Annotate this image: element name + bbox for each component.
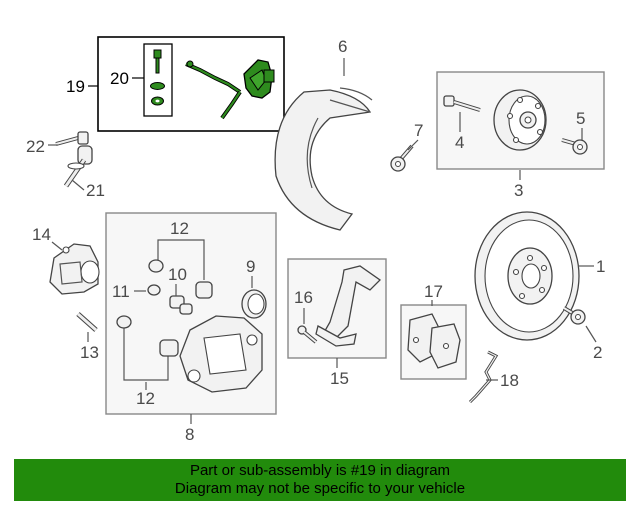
- callout-8: 8: [185, 425, 194, 444]
- callout-3: 3: [514, 181, 523, 200]
- sensor-assembly-group[interactable]: [97, 36, 285, 132]
- hub-assembly-group[interactable]: [436, 71, 605, 170]
- banner-line-2: Diagram may not be specific to your vehi…: [174, 480, 466, 497]
- callout-17: 17: [424, 282, 443, 301]
- sensor-clip-18[interactable]: [468, 350, 499, 404]
- pad-hardware-group[interactable]: [287, 258, 387, 359]
- callout-12-upper: 12: [170, 219, 189, 238]
- callout-1: 1: [596, 257, 605, 276]
- callout-10: 10: [168, 265, 187, 284]
- bolt-5[interactable]: [561, 138, 588, 155]
- caliper-housing[interactable]: [179, 315, 263, 393]
- callout-12-lower: 12: [136, 389, 155, 408]
- callout-18: 18: [500, 371, 519, 390]
- callout-13: 13: [80, 343, 99, 362]
- callout-7: 7: [414, 121, 423, 140]
- bushing-12-lower[interactable]: [116, 315, 179, 357]
- bolt-16[interactable]: [297, 325, 318, 344]
- bushing-12-upper[interactable]: [148, 259, 213, 299]
- hub-bearing[interactable]: [493, 89, 547, 151]
- callout-11: 11: [112, 282, 130, 301]
- info-banner: Part or sub-assembly is #19 in diagram D…: [14, 459, 626, 501]
- callout-21: 21: [86, 181, 105, 200]
- callout-9: 9: [246, 257, 255, 276]
- callout-15: 15: [330, 369, 349, 388]
- bushing-10[interactable]: [169, 295, 193, 315]
- bushing-11[interactable]: [147, 284, 161, 296]
- banner-line-1: Part or sub-assembly is #19 in diagram: [189, 462, 451, 479]
- caliper-assembly-group[interactable]: [105, 212, 277, 415]
- callout-16: 16: [294, 288, 313, 307]
- brake-pad-group[interactable]: [400, 304, 467, 380]
- caliper-14[interactable]: [49, 243, 100, 295]
- callout-4: 4: [455, 133, 464, 152]
- brake-wear-sensor[interactable]: [185, 59, 275, 120]
- pin-13[interactable]: [76, 312, 98, 332]
- callout-2: 2: [593, 343, 602, 362]
- callout-19: 19: [66, 77, 85, 96]
- brake-rotor[interactable]: [474, 211, 580, 341]
- anti-rattle-clip[interactable]: [315, 265, 382, 347]
- bolt-washer-set[interactable]: [150, 49, 165, 106]
- guide-pin-21[interactable]: [63, 145, 93, 188]
- seal-9[interactable]: [241, 289, 267, 319]
- splash-shield[interactable]: [274, 87, 373, 231]
- callout-20: 20: [110, 69, 129, 88]
- callout-6: 6: [338, 37, 347, 56]
- stud-4[interactable]: [443, 95, 481, 112]
- bolt-2[interactable]: [562, 306, 586, 325]
- callout-14: 14: [32, 225, 51, 244]
- callout-22: 22: [26, 137, 45, 156]
- bolt-22[interactable]: [55, 131, 89, 146]
- callout-5: 5: [576, 109, 585, 128]
